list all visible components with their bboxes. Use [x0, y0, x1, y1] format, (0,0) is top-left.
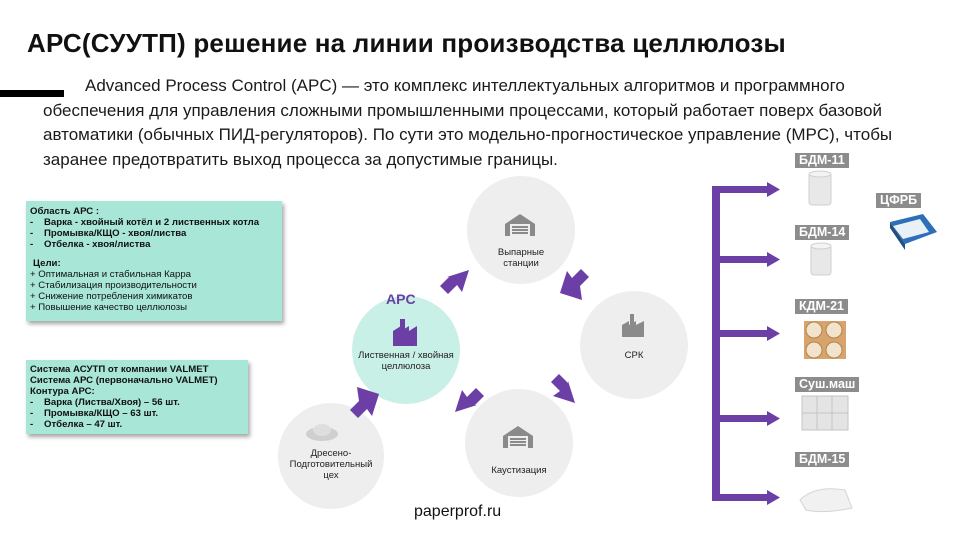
product-label-drying-machine: Суш.маш [795, 377, 860, 392]
pulp-node-circle [352, 296, 460, 404]
srk-node-label: СРК [624, 350, 644, 361]
product-label-bdm-15: БДМ-15 [795, 452, 850, 467]
product-label-kdm-21: КДМ-21 [795, 299, 849, 314]
dcs-line: Система АСУТП от компании VALMET [30, 364, 209, 375]
goal-item: + Оптимальная и стабильная Карра [30, 269, 192, 280]
contour-item: -Промывка/КЩО – 63 шт. [30, 408, 159, 419]
wood-node-circle [278, 403, 384, 509]
goals-heading: Цели: [33, 258, 61, 269]
cycle-arrows [350, 269, 589, 418]
pulp-node-label: Лиственная / хвойная целлюлоза [358, 350, 454, 372]
dcs-line: Система АРС (первоначально VALMET) [30, 375, 218, 386]
accent-bar [0, 90, 64, 97]
evaporation-node-label: Выпарные станции [497, 247, 545, 269]
goal-item: + Стабилизация производительности [30, 280, 197, 291]
goal-item: + Снижение потребления химикатов [30, 291, 193, 302]
contour-item: -Варка (Листва/Хвоя) – 56 шт. [30, 397, 180, 408]
causticizing-node-label: Каустизация [491, 465, 547, 476]
contour-item: -Отбелка – 47 шт. [30, 419, 123, 430]
apc-scope-heading: Область АРС : [30, 206, 100, 217]
apc-area-item: -Промывка/КЩО - хвоя/листва [30, 228, 187, 239]
arrow-icon [560, 269, 589, 300]
page-title: АРС(СУУТП) решение на линии производства… [27, 28, 786, 58]
arrow-icon [551, 374, 575, 403]
goal-item: + Повышение качество целлюлозы [30, 302, 188, 313]
product-distribution-tree [712, 182, 780, 505]
product-label-bdm-14: БДМ-14 [795, 225, 850, 240]
arrow-icon [440, 270, 469, 294]
srk-node-circle [580, 291, 688, 399]
product-label-cfrb: ЦФРБ [876, 193, 922, 208]
arrow-icon [455, 388, 484, 412]
arrow-icon [350, 387, 379, 418]
sawdust-pile-icon [306, 424, 338, 441]
tissue-roll-icon [808, 170, 832, 206]
pulp-bales-icon [801, 395, 849, 431]
warehouse-icon [503, 426, 533, 448]
footer-site-link[interactable]: paperprof.ru [414, 503, 502, 520]
product-label-bdm-11: БДМ-11 [795, 153, 849, 168]
warehouse-icon [505, 214, 535, 236]
dcs-system-box: Система АСУТП от компании VALMET Система… [26, 360, 248, 434]
factory-icon [622, 314, 644, 337]
tissue-roll-icon [810, 242, 832, 276]
factory-icon [393, 319, 417, 346]
apc-area-item: -Варка - хвойный котёл и 2 лиственных ко… [30, 217, 260, 228]
wood-node-label: Дресено-Подготовительный цех [289, 448, 373, 481]
apc-scope-box: Область АРС : -Варка - хвойный котёл и 2… [26, 201, 282, 321]
paper-pack-icon [890, 214, 937, 250]
intro-paragraph: Advanced Process Control (APC) — это ком… [43, 76, 893, 169]
apc-area-item: -Отбелка - хвоя/листва [30, 239, 151, 250]
roll-stack-icon [804, 321, 846, 359]
paper-sheet-icon [799, 488, 853, 513]
dcs-line: Контура АРС: [30, 386, 95, 397]
apc-label: APC [386, 291, 416, 307]
